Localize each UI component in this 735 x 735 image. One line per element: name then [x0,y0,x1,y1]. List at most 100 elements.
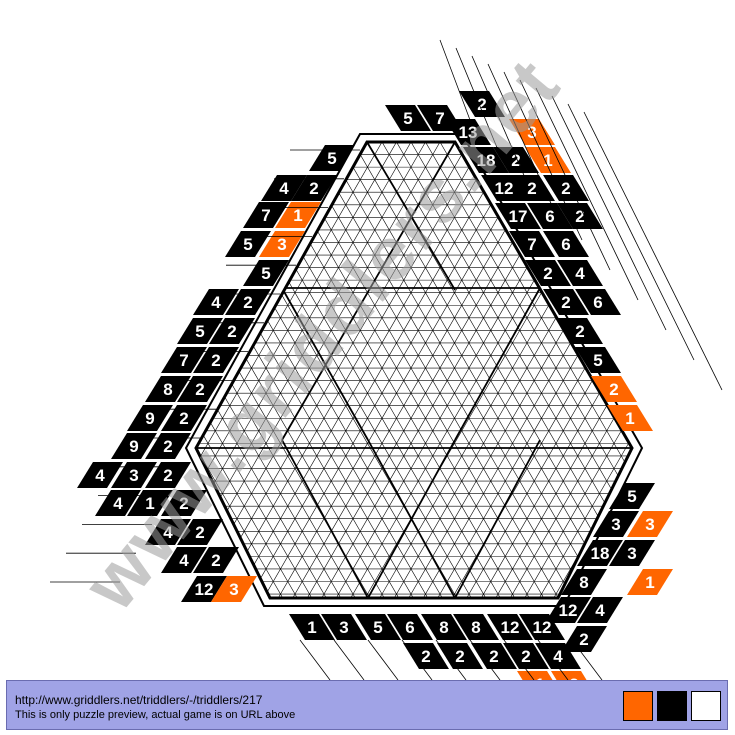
clue-cell: 2 [557,318,603,344]
clue-guide-lines [50,39,723,681]
clue-number: 2 [575,207,584,226]
clue-cell-bg [95,490,141,516]
clue-cell-bg [127,405,173,431]
clue-cell: 9 [111,433,157,459]
clue-number: 4 [595,601,605,620]
clue-cell-bg [437,643,483,669]
clue-cell: 2 [493,147,539,173]
clue-number: 7 [435,109,444,128]
clue-cell-bg [193,289,239,315]
clue-cell: 12 [519,614,565,640]
clue-cell-bg [177,519,223,545]
clue-cell-bg [543,289,589,315]
clue-cell-bg [575,289,621,315]
clue-cell: 2 [193,347,239,373]
clue-cell-bg [225,289,271,315]
clue-number: 2 [163,466,172,485]
clue-cell: 3 [627,511,673,537]
clue-number: 1 [307,618,316,637]
clue-cell-bg [421,614,467,640]
clue-cell: 1 [525,147,571,173]
clue-cell-bg [111,462,157,488]
clue-cell-bg [575,347,621,373]
clue-number: 2 [211,551,220,570]
clue-cell-bg [577,597,623,623]
clue-cell: 12 [181,576,227,602]
clue-number: 8 [439,618,448,637]
clue-cell-bg [557,318,603,344]
clue-cell: 2 [177,519,223,545]
clue-number: 2 [609,380,618,399]
clue-cell-bg [161,490,207,516]
clue-cell: 6 [543,231,589,257]
color-swatch-orange[interactable] [623,691,653,721]
clue-cell: 2 [503,643,549,669]
clue-number: 2 [511,151,520,170]
clue-number: 5 [403,109,412,128]
clue-cell-bg [161,405,207,431]
clue-cell-bg [193,547,239,573]
clue-cell-bg [463,147,509,173]
clue-number: 2 [179,409,188,428]
clue-number: 3 [645,515,654,534]
clue-cell: 2 [471,643,517,669]
clue-number: 2 [579,630,588,649]
color-swatch-white[interactable] [691,691,721,721]
puzzle-grid[interactable] [0,133,735,607]
clue-number: 7 [179,351,188,370]
clue-cell: 5 [243,260,289,286]
clue-number: 2 [477,95,486,114]
clue-cell: 3 [259,231,305,257]
clue-number: 2 [543,264,552,283]
clue-number: 18 [591,544,610,563]
clue-cell-bg [493,147,539,173]
clue-number: 2 [195,380,204,399]
color-swatch-black[interactable] [657,691,687,721]
clue-cell-bg [557,203,603,229]
clue-number: 2 [561,293,570,312]
clue-cell: 4 [193,289,239,315]
clue-cell: 8 [145,376,191,402]
clue-cell: 13 [445,119,491,145]
clue-number: 4 [211,293,221,312]
clue-cell-bg [289,614,335,640]
clue-cell-bg [495,203,541,229]
clue-number: 2 [309,179,318,198]
clue-cell: 7 [509,231,555,257]
clue-cell-bg [161,347,207,373]
clue-cell-bg [627,511,673,537]
clue-number: 8 [579,573,588,592]
clue-cell-bg [519,614,565,640]
clue-cell: 2 [209,318,255,344]
clue-number: 3 [627,544,636,563]
clue-cell-bg [243,202,289,228]
clue-cell: 4 [161,547,207,573]
clue-number: 2 [179,494,188,513]
clue-cell: 2 [145,462,191,488]
clue-number: 6 [405,618,414,637]
clue-cell: 4 [95,490,141,516]
footer-url[interactable]: http://www.griddlers.net/triddlers/-/tri… [15,693,263,707]
clue-cell-bg [545,597,591,623]
clue-cell-bg [543,231,589,257]
clue-cell: 2 [591,376,637,402]
clue-cell: 1 [607,405,653,431]
clue-number: 12 [495,179,514,198]
clue-cell: 4 [577,597,623,623]
clue-cell: 5 [309,145,355,171]
clue-cell-bg [181,576,227,602]
clue-cell: 9 [127,405,173,431]
clues-top-right-side: 2571331821122217627624262521 [385,91,653,431]
clue-cell: 2 [525,260,571,286]
clue-number: 5 [593,351,602,370]
clue-cell-bg [127,490,173,516]
clue-cell-bg [291,175,337,201]
clue-cell: 8 [421,614,467,640]
clue-cell-bg [453,614,499,640]
clue-cell: 7 [243,202,289,228]
clue-cell: 5 [177,318,223,344]
clue-cell: 2 [225,289,271,315]
clue-cell: 2 [193,547,239,573]
clue-number: 2 [195,523,204,542]
